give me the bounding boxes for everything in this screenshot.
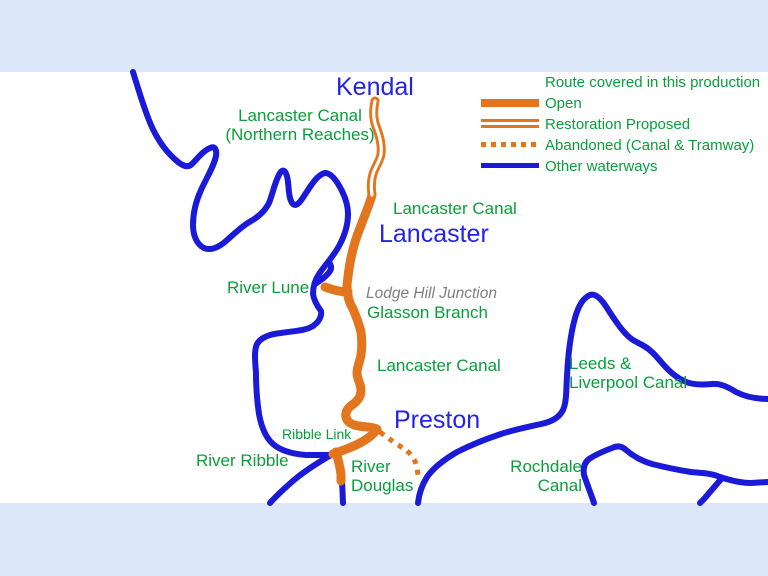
label-line: Lancaster Canal (238, 106, 362, 125)
ribble-leeds-liverpool-line (415, 291, 768, 506)
letterbox-band-bottom (0, 503, 768, 576)
glasson-branch-line (320, 282, 353, 297)
legend-swatch-abandoned (481, 142, 539, 147)
label-river-ribble: River Ribble (196, 451, 289, 470)
label-lodge-hill-junction: Lodge Hill Junction (366, 285, 497, 302)
label-lancaster-canal-mid: Lancaster Canal (393, 199, 517, 218)
label-river-douglas: River Douglas (351, 457, 413, 495)
lancaster-canal-open-line (328, 190, 382, 459)
legend-swatch-open (481, 99, 539, 107)
label-lancaster-canal-northern-reaches: Lancaster Canal (Northern Reaches) (210, 106, 390, 144)
river-lune-meander-line (130, 69, 351, 458)
label-line: Canal (537, 476, 582, 495)
label-leeds-liverpool-canal: Leeds & Liverpool Canal (569, 354, 687, 392)
label-lancaster-canal-south: Lancaster Canal (377, 356, 501, 375)
legend-swatch-restoration (481, 119, 539, 128)
legend-label-other-waterways: Other waterways (545, 158, 658, 175)
river-douglas-open-line (331, 447, 346, 486)
label-lancaster: Lancaster (379, 220, 489, 248)
label-line: Rochdale (510, 457, 582, 476)
legend-swatch-other-waterways (481, 163, 539, 168)
label-kendal: Kendal (336, 73, 414, 101)
label-ribble-link: Ribble Link (282, 426, 352, 442)
label-preston: Preston (394, 406, 481, 434)
label-line: Leeds & (569, 354, 632, 373)
river-lune-spur-line (312, 259, 335, 287)
label-line: Liverpool Canal (569, 373, 688, 392)
label-line: (Northern Reaches) (225, 125, 375, 144)
label-line: River (351, 457, 391, 476)
legend-title: Route covered in this production (545, 74, 761, 91)
rochdale-canal-branch-line (697, 475, 725, 506)
legend-label-abandoned: Abandoned (Canal & Tramway) (545, 137, 755, 154)
letterbox-band-top (0, 0, 768, 72)
northern-reaches-restoration-line-core (369, 99, 383, 197)
label-line: Douglas (351, 476, 414, 495)
rochdale-canal-line (580, 443, 768, 506)
label-river-lune: River Lune (227, 278, 310, 297)
legend-label-open: Open (545, 95, 582, 112)
river-ribble-line (267, 452, 334, 506)
label-rochdale-canal: Rochdale Canal (482, 457, 582, 495)
legend-label-restoration: Restoration Proposed (545, 116, 691, 133)
label-glasson-branch: Glasson Branch (367, 303, 488, 322)
